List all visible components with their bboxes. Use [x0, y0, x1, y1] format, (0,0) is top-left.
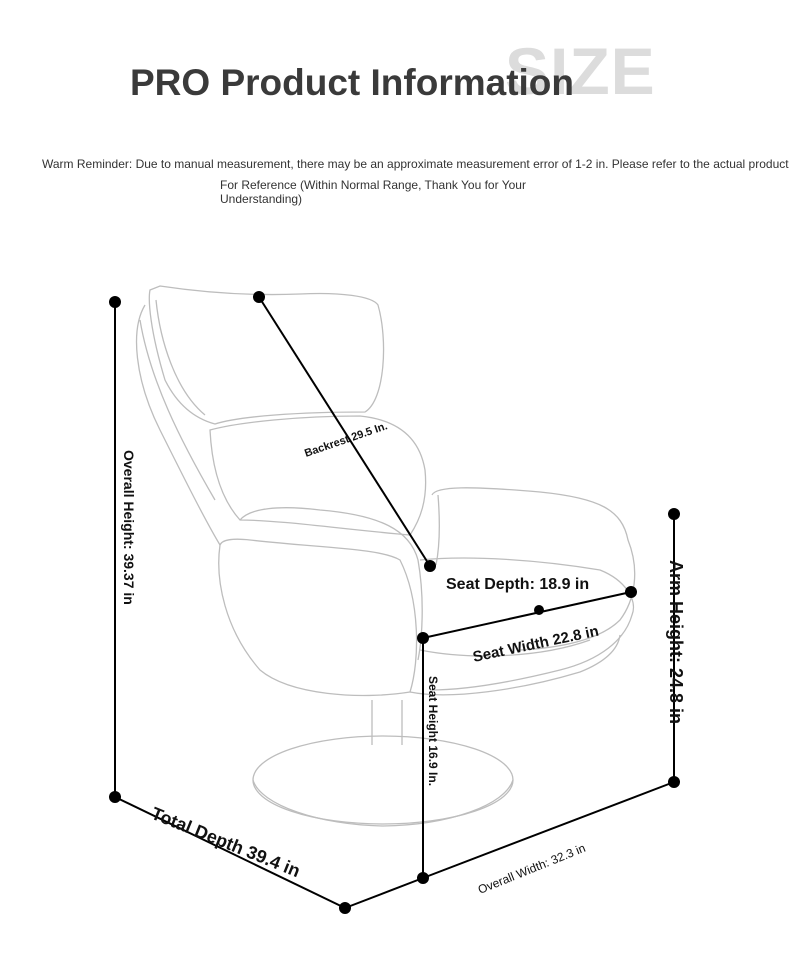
- endpoint-dot: [534, 605, 544, 615]
- seat-width-label: Seat Width 22.8 in: [471, 623, 600, 666]
- endpoint-dot: [625, 586, 637, 598]
- arm-height-label: Arm Height: 24.8 in: [666, 560, 686, 724]
- header: SIZE PRO Product Information: [0, 0, 790, 140]
- endpoint-dot: [668, 776, 680, 788]
- endpoint-dot: [109, 791, 121, 803]
- backrest-label: Backrest 29.5 In.: [303, 420, 389, 460]
- endpoint-dot: [339, 902, 351, 914]
- total-depth-label: Total Depth 39.4 in: [149, 803, 304, 881]
- seat-height-label: Seat Height 16.9 In.: [426, 676, 440, 786]
- endpoint-dot: [417, 872, 429, 884]
- backrest-line: [258, 296, 431, 567]
- endpoint-dots: [109, 291, 680, 914]
- overall-width-line-b: [422, 781, 675, 879]
- reference-note-text: For Reference (Within Normal Range, Than…: [220, 178, 526, 206]
- background-size-word: SIZE: [505, 34, 656, 108]
- endpoint-dot: [253, 291, 265, 303]
- endpoint-dot: [668, 508, 680, 520]
- endpoint-dot: [109, 296, 121, 308]
- chair-sketch: [136, 285, 636, 827]
- overall-height-label: Overall Height: 39.37 in: [121, 450, 137, 605]
- warm-reminder-text: Warm Reminder: Due to manual measurement…: [42, 157, 789, 171]
- page-title: PRO Product Information: [130, 62, 574, 103]
- endpoint-dot: [417, 632, 429, 644]
- seat-depth-label: Seat Depth: 18.9 in: [446, 576, 589, 593]
- overall-width-line-a: [344, 877, 424, 909]
- endpoint-dot: [424, 560, 436, 572]
- seat-width-line: [422, 591, 632, 639]
- total-depth-line: [114, 796, 346, 909]
- overall-width-label: Overall Width: 32.3 in: [476, 841, 588, 897]
- dimension-lines: [114, 296, 675, 909]
